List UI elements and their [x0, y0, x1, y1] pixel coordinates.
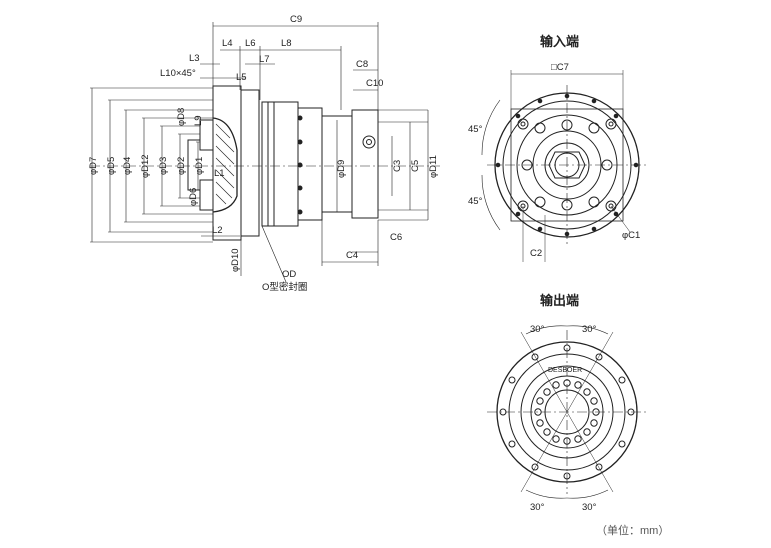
label-c6: C6: [390, 232, 402, 243]
label-30-bottom-right: 30°: [582, 502, 597, 513]
label-30-top-left: 30°: [530, 324, 545, 335]
label-c2: C2: [530, 248, 542, 259]
gear-body: [261, 101, 299, 227]
output-end-view: [487, 325, 647, 499]
label-45-bottom: 45°: [468, 196, 483, 207]
label-d3: φD3: [158, 157, 169, 175]
label-c5: C5: [410, 160, 421, 172]
label-d8: φD8: [176, 108, 187, 126]
label-d5: φD5: [106, 157, 117, 175]
label-45-top: 45°: [468, 124, 483, 135]
label-d2: φD2: [176, 157, 187, 175]
input-end-view: [481, 70, 647, 262]
label-c1: φC1: [622, 230, 640, 241]
label-d6: φD6: [188, 188, 199, 206]
motor-flange: [351, 109, 379, 219]
heading-output-end: 输出端: [540, 293, 579, 308]
label-d12: φD12: [140, 154, 151, 178]
label-l3: L3: [189, 53, 200, 64]
label-d4: φD4: [122, 157, 133, 175]
label-l8: L8: [281, 38, 292, 49]
label-30-top-right: 30°: [582, 324, 597, 335]
brand-text: DESBOER: [548, 367, 582, 374]
label-d10: φD10: [230, 248, 241, 272]
label-d1: φD1: [194, 157, 205, 175]
label-c10: C10: [366, 78, 383, 89]
label-d11: φD11: [428, 155, 439, 178]
label-c9: C9: [290, 14, 302, 25]
label-c7: □C7: [551, 62, 569, 73]
flange-lip: [240, 89, 260, 237]
label-d9: φD9: [336, 160, 347, 178]
label-l2: L2: [212, 225, 223, 236]
label-l4: L4: [222, 38, 233, 49]
unit-note: （单位：mm）: [596, 525, 670, 537]
label-30-bottom-left: 30°: [530, 502, 545, 513]
label-o-ring: O型密封圈: [262, 281, 307, 293]
housing-bolts: [297, 115, 303, 215]
label-l10: L10×45°: [160, 68, 196, 79]
heading-input-end: 输入端: [540, 34, 579, 49]
label-c3: C3: [392, 160, 403, 172]
label-c8: C8: [356, 59, 368, 70]
label-l9: L9: [193, 115, 204, 126]
label-l6: L6: [245, 38, 256, 49]
output-inner-holes: [534, 379, 600, 445]
label-l7: L7: [259, 54, 270, 65]
side-view: [90, 22, 440, 283]
label-l5: L5: [236, 72, 247, 83]
label-l1: L1: [214, 168, 225, 179]
label-od: OD: [282, 269, 296, 280]
label-c4: C4: [346, 250, 358, 261]
input-outer-holes: [495, 93, 639, 237]
label-d7: φD7: [88, 157, 99, 175]
